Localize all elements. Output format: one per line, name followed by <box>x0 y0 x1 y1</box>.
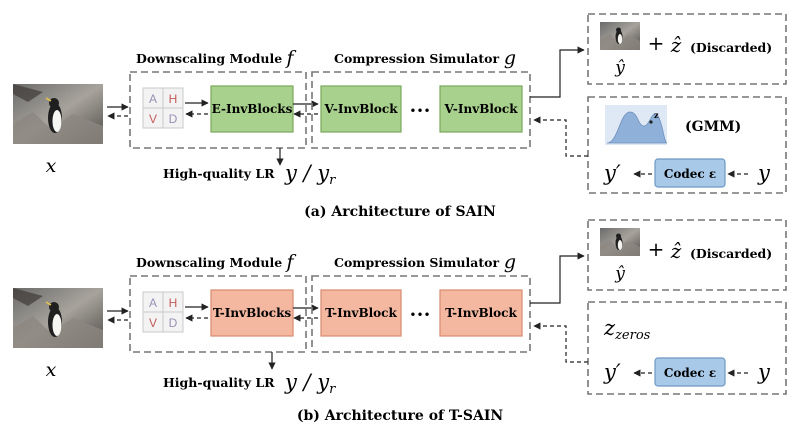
compression-simulator-title-b: Compression Simulator <box>334 255 499 270</box>
caption-b: (b) Architecture of T-SAIN <box>297 408 504 424</box>
y-symbol-a: y <box>757 161 771 185</box>
subband-a-label-b: A <box>149 296 157 310</box>
lr-label-b: High-quality LR <box>163 375 275 390</box>
output-arrow-b <box>530 252 585 304</box>
e-invblocks-a <box>210 85 294 133</box>
gmm-plot-icon: z <box>605 105 668 145</box>
t-invblocks-label: T-InvBlocks <box>213 306 292 320</box>
v-invblock-2-label: V-InvBlock <box>443 102 518 116</box>
input-symbol-b: x <box>46 359 57 381</box>
discarded-label-b: (Discarded) <box>690 246 772 261</box>
subband-d-label-b: D <box>169 316 178 330</box>
yhat-image-b <box>600 228 640 256</box>
t-invblock-2-label: T-InvBlock <box>445 306 517 320</box>
input-image-b <box>12 287 104 349</box>
v-invblock-1-label: V-InvBlock <box>323 102 398 116</box>
codec-box-b <box>654 357 726 387</box>
yprime-symbol-b: y′ <box>603 360 621 384</box>
subband-h-label: H <box>169 92 178 106</box>
module-symbol-f-b: f <box>284 251 296 273</box>
subband-d-label: D <box>169 112 178 126</box>
feedback-arrow-b <box>533 322 588 363</box>
feedback-arrow-a <box>533 116 588 157</box>
codec-box-a <box>654 158 726 188</box>
caption-a: (a) Architecture of SAIN <box>304 204 496 220</box>
compression-simulator-box-b <box>311 275 531 353</box>
output-arrow-a <box>530 46 585 98</box>
ellipsis-a: ••• <box>409 104 430 118</box>
panel-b: x Downscaling Module f A H V D T-InvBloc… <box>12 219 787 424</box>
simulator-symbol-g-a: g <box>504 47 516 69</box>
codec-label-b: Codec ε <box>664 366 716 380</box>
input-image-a <box>12 83 104 145</box>
gmm-codec-box-a <box>587 96 787 194</box>
plus-sign-b: + <box>648 237 665 261</box>
ellipsis-b: ••• <box>409 308 430 322</box>
e-invblocks-label: E-InvBlocks <box>212 102 293 116</box>
subband-a-label: A <box>149 92 157 106</box>
compression-simulator-title-a: Compression Simulator <box>334 51 499 66</box>
subband-v-label-b: V <box>149 316 157 330</box>
yprime-symbol-a: y′ <box>603 161 621 185</box>
module-symbol-f-a: f <box>284 47 296 69</box>
t-invblock-2-b <box>439 289 523 337</box>
downscaling-module-title-a: Downscaling Module <box>136 51 282 66</box>
zhat-symbol-b: ẑ <box>670 239 682 263</box>
subband-grid-a: A H V D <box>142 87 184 129</box>
plus-sign-a: + <box>648 31 665 55</box>
yhat-symbol-a: ŷ <box>614 58 625 78</box>
downscaling-module-title-b: Downscaling Module <box>136 255 282 270</box>
gmm-label: (GMM) <box>685 119 741 135</box>
subband-grid-b: A H V D <box>142 291 184 333</box>
t-invblock-1-label: T-InvBlock <box>325 306 397 320</box>
t-invblock-1-b <box>320 289 402 337</box>
y-symbol-b: y <box>757 360 771 384</box>
yhat-image-a <box>600 22 640 50</box>
compression-simulator-box-a <box>311 71 531 149</box>
discarded-label-a: (Discarded) <box>690 40 772 55</box>
discarded-box-b <box>587 219 787 291</box>
downscaling-module-box-b <box>129 275 307 353</box>
lr-label-a: High-quality LR <box>163 166 275 181</box>
t-invblocks-b <box>210 289 294 337</box>
zeros-symbol-b: zzeros <box>603 316 651 343</box>
input-symbol-a: x <box>46 155 57 177</box>
downscaling-module-box-a <box>129 71 307 149</box>
subband-h-label-b: H <box>169 296 178 310</box>
simulator-symbol-g-b: g <box>504 251 516 273</box>
codec-label-a: Codec ε <box>664 167 716 181</box>
subband-v-label: V <box>149 112 157 126</box>
svg-text:z: z <box>654 110 659 120</box>
zeros-codec-box-b <box>587 301 787 395</box>
v-invblock-2-a <box>439 85 523 133</box>
v-invblock-1-a <box>320 85 402 133</box>
lr-symbol-a: y / yr <box>284 161 336 188</box>
yhat-symbol-b: ŷ <box>614 264 625 284</box>
lr-symbol-b: y / yr <box>284 370 336 397</box>
panel-a: x Downscaling Module f A H V D E-InvBloc… <box>12 13 787 220</box>
discarded-box-a <box>587 13 787 85</box>
zhat-symbol-a: ẑ <box>670 33 682 57</box>
